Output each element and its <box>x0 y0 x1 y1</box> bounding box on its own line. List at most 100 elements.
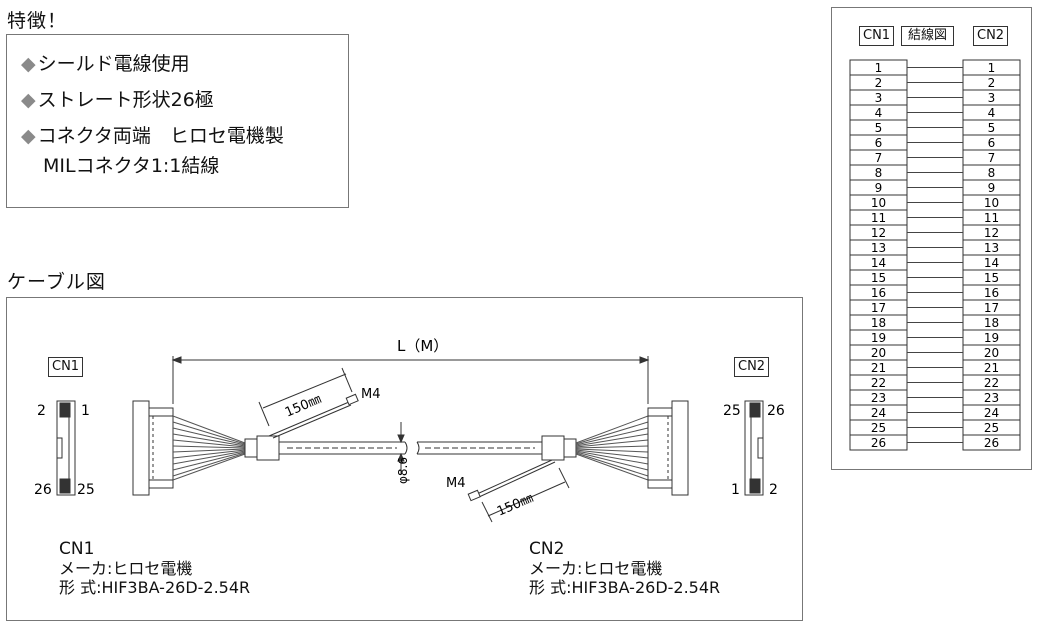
wiring-header-cn1: CN1 <box>859 26 895 46</box>
cn1-pin-label: 21 <box>871 361 886 375</box>
drain-wire-upper <box>268 401 350 437</box>
cn2-pin-label: 13 <box>984 241 999 255</box>
cn1-pin-label: 24 <box>871 406 886 420</box>
cn1-pin-label: 25 <box>871 421 886 435</box>
cn2-pin-label: 16 <box>984 286 999 300</box>
length-label: L（M） <box>397 337 448 355</box>
cn1-info-model: 形 式:HIF3BA-26D-2.54R <box>59 578 251 597</box>
cable-drawing: L（M） 150㎜ M4 M4 150㎜ φ8.6 2 1 26 25 25 2… <box>34 337 785 523</box>
cn2-pin-label: 11 <box>984 211 999 225</box>
cn2-pin-label: 1 <box>988 61 996 75</box>
cn2-tag: CN2 <box>734 357 770 377</box>
cn1-tag: CN1 <box>48 357 84 377</box>
cn2-pin-bottom-left: 1 <box>731 482 740 498</box>
cable-diagram-box: CN1 CN2 <box>6 297 803 621</box>
drain-wire-lower <box>476 459 553 495</box>
cn1-connector-body <box>132 400 174 496</box>
cn1-pinout <box>56 400 76 496</box>
cn1-info: CN1 メーカ:ヒロセ電機 形 式:HIF3BA-26D-2.54R <box>59 539 251 598</box>
m4-terminal-lower-icon <box>467 489 481 502</box>
cn1-pin-label: 5 <box>875 121 883 135</box>
cn1-pin-label: 1 <box>875 61 883 75</box>
feature-item-1: ◆シールド電線使用 <box>21 53 190 75</box>
cn2-pin-label: 15 <box>984 271 999 285</box>
cn1-pin-label: 18 <box>871 316 886 330</box>
cn1-info-name: CN1 <box>59 539 95 559</box>
cn2-pin-label: 7 <box>988 151 996 165</box>
cn2-pin-label: 10 <box>984 196 999 210</box>
cn2-pin-label: 9 <box>988 181 996 195</box>
cn1-fan-wires <box>172 415 246 481</box>
cn1-pin-label: 16 <box>871 286 886 300</box>
cn1-pin-label: 15 <box>871 271 886 285</box>
cn2-pin-label: 14 <box>984 256 999 270</box>
cn1-pin-label: 4 <box>875 106 883 120</box>
cn2-pin-label: 25 <box>984 421 999 435</box>
cn1-pin-label: 3 <box>875 91 883 105</box>
cn2-pin-label: 2 <box>988 76 996 90</box>
cn1-pin-top-left: 2 <box>37 403 46 419</box>
cn1-pin-label: 26 <box>871 436 886 450</box>
cn2-pin-label: 22 <box>984 376 999 390</box>
cn1-pin-label: 10 <box>871 196 886 210</box>
diameter-label: φ8.6 <box>396 457 410 484</box>
features-heading: 特徴！ <box>7 10 68 32</box>
cn2-pin-label: 8 <box>988 166 996 180</box>
cn2-fan-wires <box>575 415 649 481</box>
cn1-info-maker: メーカ:ヒロセ電機 <box>59 559 193 578</box>
arrow-left-icon <box>171 356 182 364</box>
cn2-info-name: CN2 <box>529 539 565 559</box>
cn1-pin-label: 19 <box>871 331 886 345</box>
wiring-header-cn2: CN2 <box>973 26 1009 46</box>
cn2-pin-top-right: 26 <box>767 403 785 419</box>
cn2-pin-label: 18 <box>984 316 999 330</box>
diamond-bullet-icon: ◆ <box>21 125 36 147</box>
cn1-pin-label: 8 <box>875 166 883 180</box>
cn1-pin-label: 14 <box>871 256 886 270</box>
features-box: ◆シールド電線使用 ◆ストレート形状26極 ◆コネクタ両端 ヒロセ電機製 MIL… <box>6 34 349 208</box>
cn1-pin-label: 17 <box>871 301 886 315</box>
cn2-pin-label: 23 <box>984 391 999 405</box>
diamond-bullet-icon: ◆ <box>21 89 36 111</box>
cn2-pin-label: 4 <box>988 106 996 120</box>
cn2-info-maker: メーカ:ヒロセ電機 <box>529 559 663 578</box>
cn2-pin-label: 19 <box>984 331 999 345</box>
cn1-pin-label: 22 <box>871 376 886 390</box>
cn1-pin-label: 20 <box>871 346 886 360</box>
cn2-pin-bottom-right: 2 <box>769 482 778 498</box>
cn1-pin-label: 12 <box>871 226 886 240</box>
cn1-pin-label: 11 <box>871 211 886 225</box>
m4-terminal-upper-icon <box>345 393 359 406</box>
drain-length-lower: 150㎜ <box>495 491 536 520</box>
cn2-pin-label: 17 <box>984 301 999 315</box>
cn2-pinout <box>744 400 764 496</box>
cn2-pin-label: 26 <box>984 436 999 450</box>
cn1-pin-label: 9 <box>875 181 883 195</box>
cn1-pin-label: 2 <box>875 76 883 90</box>
feature-item-2: ◆ストレート形状26極 <box>21 89 214 111</box>
cn2-pin-top-left: 25 <box>723 403 741 419</box>
cn2-pin-label: 5 <box>988 121 996 135</box>
arrow-right-icon <box>639 356 650 364</box>
drain-length-upper: 150㎜ <box>283 392 324 421</box>
feature-item-3: ◆コネクタ両端 ヒロセ電機製 <box>21 125 284 147</box>
cn2-pin-label: 12 <box>984 226 999 240</box>
cn2-info: CN2 メーカ:ヒロセ電機 形 式:HIF3BA-26D-2.54R <box>529 539 721 598</box>
cn2-pin-label: 20 <box>984 346 999 360</box>
cn2-pin-label: 6 <box>988 136 996 150</box>
cn2-pin-label: 3 <box>988 91 996 105</box>
m4-label-lower: M4 <box>446 476 466 491</box>
cn2-pin-label: 24 <box>984 406 999 420</box>
cn1-pin-bottom-left: 26 <box>34 482 52 498</box>
cn1-pin-label: 6 <box>875 136 883 150</box>
feature-item-4: MILコネクタ1:1結線 <box>43 155 220 177</box>
wiring-header-title: 結線図 <box>901 26 955 46</box>
cn1-pin-label: 13 <box>871 241 886 255</box>
cn2-info-model: 形 式:HIF3BA-26D-2.54R <box>529 578 721 597</box>
diamond-bullet-icon: ◆ <box>21 53 36 75</box>
cable-heading: ケーブル図 <box>7 271 106 293</box>
cn1-pin-bottom-right: 25 <box>77 482 95 498</box>
m4-label-upper: M4 <box>361 387 381 402</box>
cn1-pin-label: 7 <box>875 151 883 165</box>
